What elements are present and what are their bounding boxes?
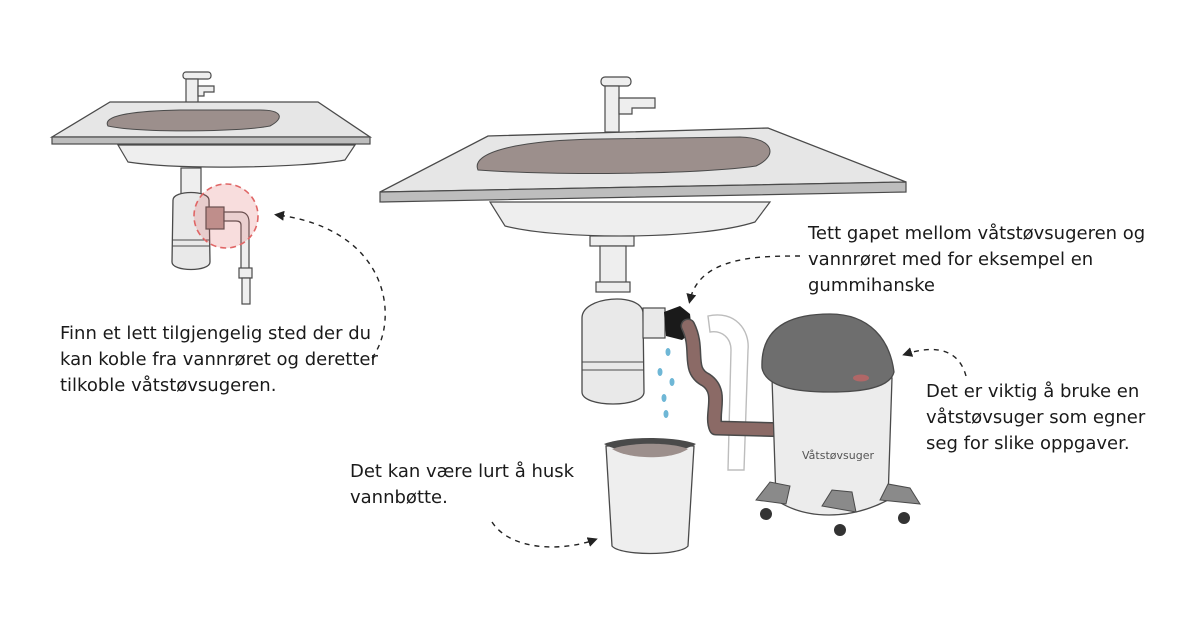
caption-bucket: Det kan være lurt å husk vannbøtte.	[350, 459, 574, 511]
connection-highlight	[193, 183, 259, 249]
bucket	[604, 438, 696, 555]
caption-find-spot: Finn et lett tilgjengelig sted der du ka…	[60, 321, 378, 399]
disconnected-pipe	[707, 314, 749, 471]
vacuum-label: Våtstøvsuger	[802, 449, 874, 462]
vacuum-wheel	[834, 524, 846, 536]
caption-suitable-vacuum: Det er viktig å bruke en våtstøvsuger so…	[926, 379, 1145, 457]
caption-seal-gap: Tett gapet mellom våtstøvsugeren og vann…	[808, 221, 1145, 299]
vacuum-wheel	[760, 508, 772, 520]
vacuum-wheel	[898, 512, 910, 524]
caption-line: vannrøret med for eksempel en	[808, 249, 1094, 270]
arrow-to-bucket	[491, 521, 598, 548]
arrow-to-vacuum	[902, 347, 967, 377]
caption-line: tilkoble våtstøvsugeren.	[60, 375, 277, 396]
small-trap	[171, 191, 211, 271]
small-sink-bowl	[116, 144, 357, 168]
large-sink-basin	[476, 136, 771, 174]
caption-line: kan koble fra vannrøret og deretter	[60, 349, 378, 370]
water-drops	[657, 348, 675, 418]
caption-line: våtstøvsuger som egner	[926, 407, 1146, 428]
caption-line: gummihanske	[808, 275, 935, 296]
small-sink	[49, 71, 373, 305]
caption-line: seg for slike oppgaver.	[926, 433, 1130, 454]
caption-line: Tett gapet mellom våtstøvsugeren og	[808, 223, 1146, 244]
vacuum-lid	[761, 313, 895, 393]
arrow-to-connection	[274, 210, 386, 359]
caption-line: Finn et lett tilgjengelig sted der du	[60, 323, 372, 344]
wet-vacuum: Våtstøvsuger	[755, 313, 921, 536]
large-sink	[379, 76, 907, 471]
large-sink-bowl	[488, 201, 772, 237]
small-sink-basin	[106, 109, 280, 132]
caption-line: Det kan være lurt å husk	[350, 461, 575, 482]
caption-line: vannbøtte.	[350, 487, 448, 508]
large-faucet	[600, 76, 656, 133]
large-trap	[581, 298, 645, 405]
caption-line: Det er viktig å bruke en	[926, 381, 1140, 402]
arrow-to-glove	[686, 255, 801, 304]
small-faucet	[182, 71, 215, 106]
